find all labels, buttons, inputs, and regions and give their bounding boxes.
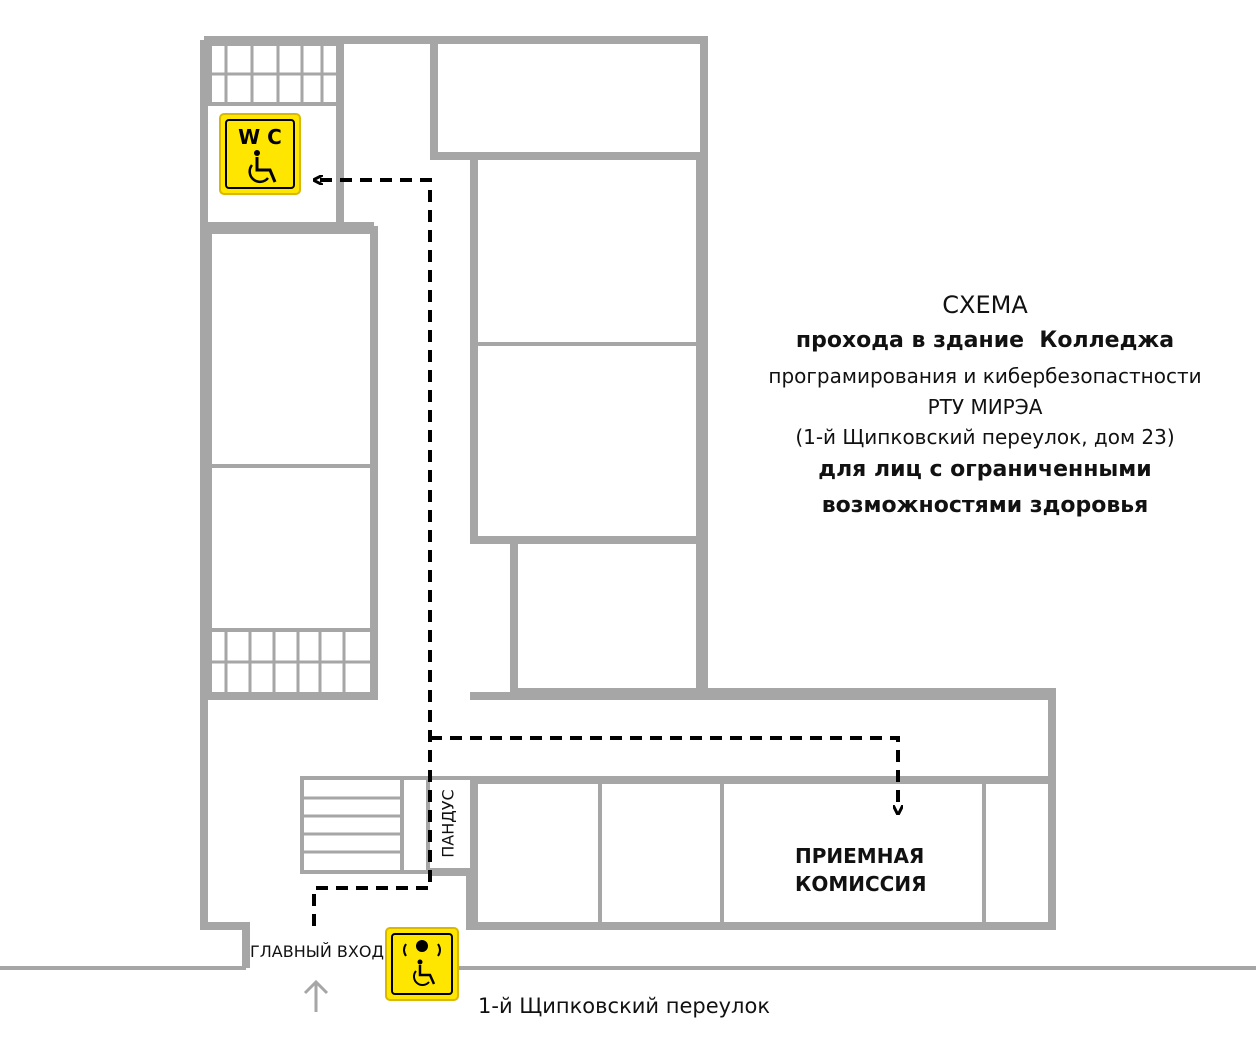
building-walls xyxy=(200,36,1056,968)
title-line5: (1-й Щипковский переулок, дом 23) xyxy=(795,425,1175,449)
street-label: 1-й Щипковский переулок xyxy=(478,994,771,1018)
arrow-up-icon xyxy=(303,979,329,1012)
title-block: СХЕМА прохода в здание Колледжа програми… xyxy=(725,288,1245,524)
route-to-reception xyxy=(430,736,898,810)
wc-accessible-icon: W C xyxy=(219,113,301,195)
title-line4: РТУ МИРЭА xyxy=(927,395,1043,419)
title-line3: програмирования и кибербезопастности xyxy=(768,364,1202,388)
main-entrance-label: ГЛАВНЫЙ ВХОД xyxy=(250,942,384,961)
title-line2-part2: Колледжа xyxy=(1039,328,1175,353)
title-line2: прохода в здание Колледжа xyxy=(725,322,1245,360)
wc-label: W C xyxy=(238,125,282,149)
accessible-entrance-icon xyxy=(385,927,459,1001)
title-line7: возможностями здоровья xyxy=(821,493,1149,518)
reception-label-line2: КОМИССИЯ xyxy=(795,872,927,896)
stairs-middle xyxy=(210,630,372,694)
title-line6: для лиц с ограниченными xyxy=(818,457,1152,482)
stairs-top xyxy=(210,44,340,104)
ramp-label: ПАНДУС xyxy=(438,789,458,858)
stairs-entrance xyxy=(304,796,402,854)
reception-label: ПРИЕМНАЯ КОМИССИЯ xyxy=(795,842,926,898)
route-to-wc xyxy=(312,180,432,926)
title-line1: СХЕМА xyxy=(942,291,1028,319)
title-line2-part1: прохода в здание xyxy=(795,328,1025,353)
reception-label-line1: ПРИЕМНАЯ xyxy=(795,844,925,868)
